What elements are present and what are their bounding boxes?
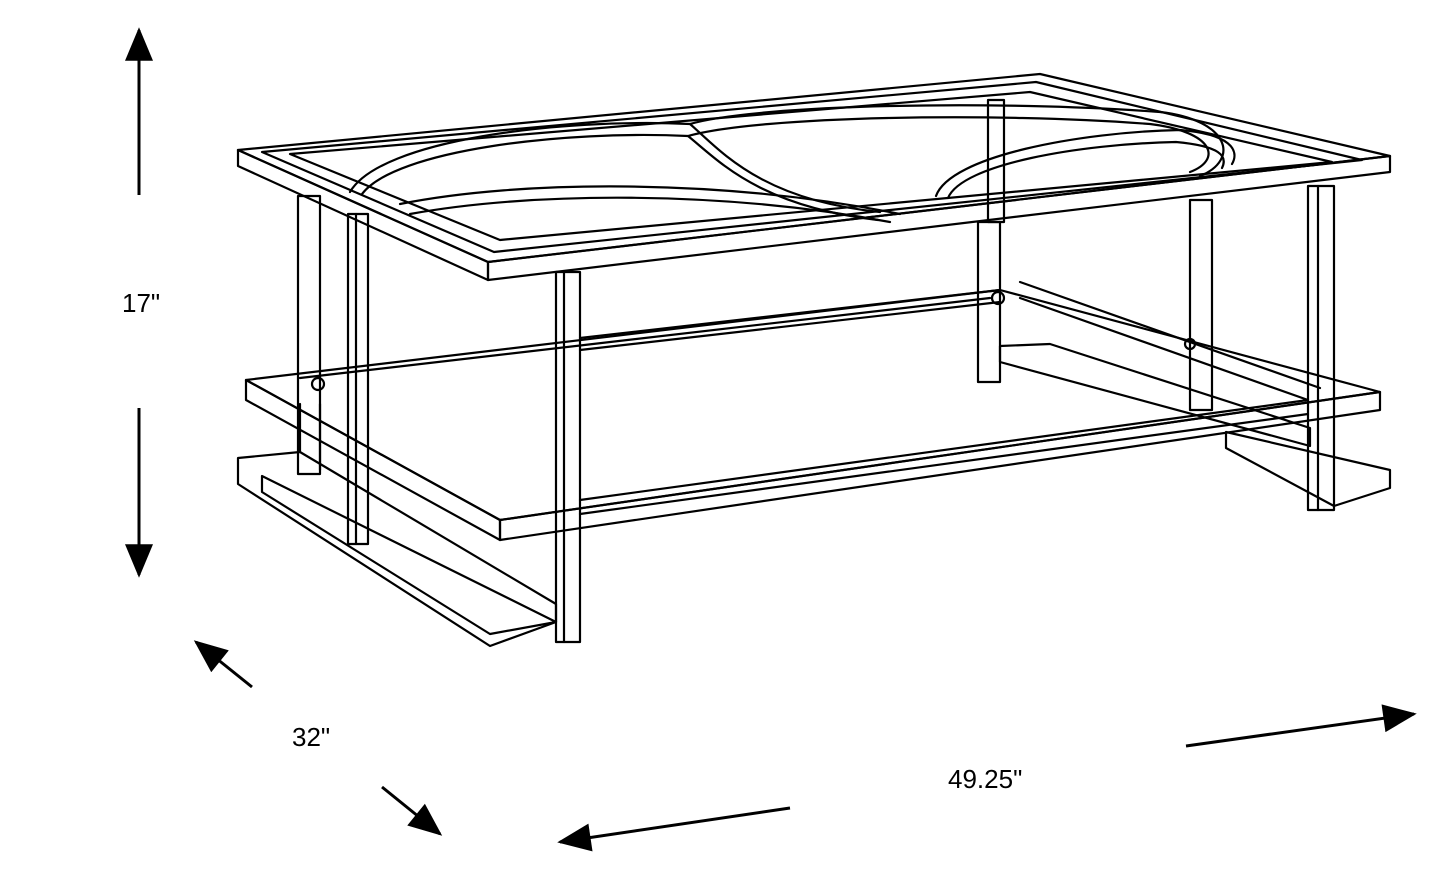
depth-arrow bbox=[193, 640, 443, 836]
bottom-base-frame bbox=[236, 342, 1392, 648]
coffee-table-drawing bbox=[236, 72, 1392, 648]
front-right-leg bbox=[1188, 184, 1336, 512]
width-arrow bbox=[557, 704, 1417, 852]
top-oval-rings bbox=[348, 104, 1236, 224]
height-label: 17" bbox=[122, 288, 161, 318]
depth-label: 32" bbox=[292, 722, 331, 752]
back-left-leg bbox=[296, 194, 370, 546]
table-top-frame bbox=[236, 72, 1392, 282]
back-right-leg bbox=[976, 98, 1006, 384]
width-label: 49.25" bbox=[948, 764, 1023, 794]
middle-shelf-frame bbox=[244, 280, 1382, 542]
bolt-markers bbox=[310, 290, 1197, 392]
front-left-leg bbox=[554, 270, 582, 644]
